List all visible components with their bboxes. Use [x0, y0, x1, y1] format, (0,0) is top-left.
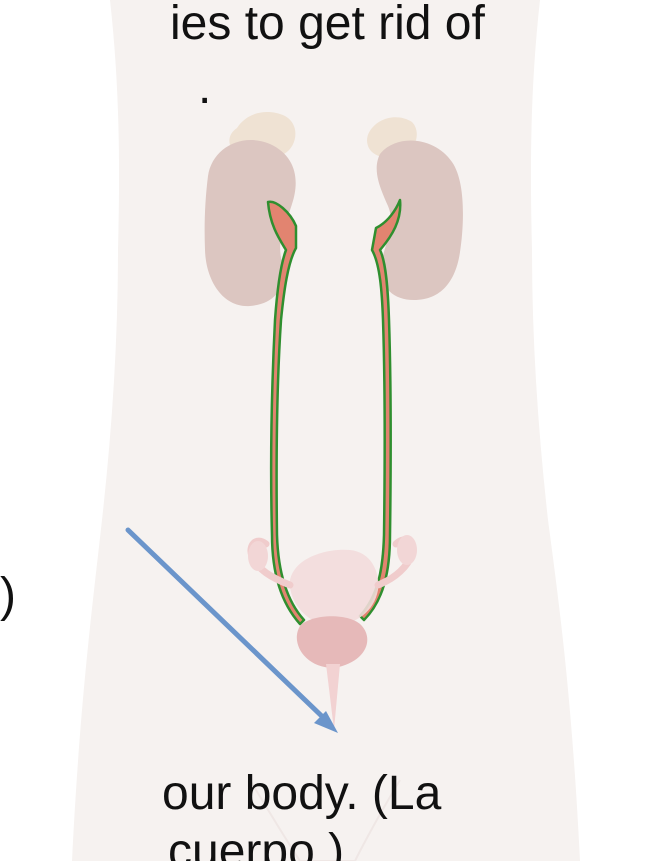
slide-text-line-bottom-2: cuerpo.): [168, 828, 344, 861]
body-silhouette: [72, 0, 580, 861]
slide-text-line-top-2: .: [198, 64, 211, 112]
slide-text-line-middle: ): [0, 572, 16, 620]
slide-text-line-top: ies to get rid of: [170, 0, 485, 48]
slide-text-line-bottom-1: our body. (La: [162, 770, 441, 818]
